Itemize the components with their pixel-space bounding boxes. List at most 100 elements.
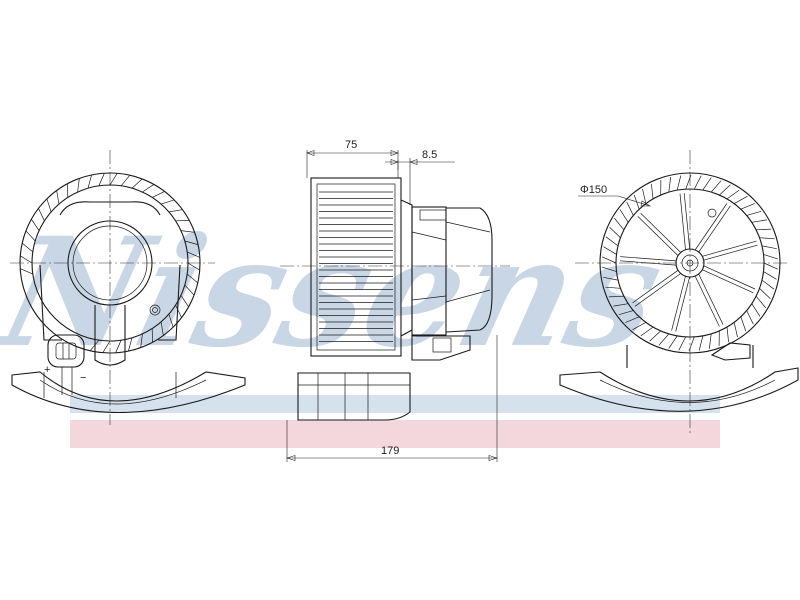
rear-blade xyxy=(678,336,687,351)
rear-blade xyxy=(733,322,738,338)
rear-blade xyxy=(626,201,634,216)
side-view-fan-fins xyxy=(319,191,393,342)
front-blade xyxy=(168,209,183,213)
rear-spoke xyxy=(637,216,679,256)
rear-blade xyxy=(763,254,779,260)
rear-blade xyxy=(602,256,617,264)
rear-spoke xyxy=(702,240,757,257)
rear-spoke xyxy=(694,203,728,251)
rear-blade xyxy=(759,237,775,240)
rear-blade xyxy=(710,180,722,193)
rear-blade xyxy=(605,286,621,289)
rear-blade xyxy=(746,310,754,325)
front-blade xyxy=(131,178,143,189)
dim-fan-width: 75 xyxy=(345,139,357,151)
rear-blade xyxy=(625,316,640,323)
rear-spoke xyxy=(675,276,690,332)
front-blade xyxy=(160,321,164,336)
side-view: 75 8.5 179 xyxy=(280,139,510,462)
front-view-housing xyxy=(19,172,201,366)
rear-blade xyxy=(761,245,777,250)
front-blade xyxy=(20,268,33,275)
front-blade xyxy=(102,340,111,353)
front-view-base xyxy=(11,371,246,414)
front-blade xyxy=(109,173,118,186)
front-view-blade-ring xyxy=(20,173,200,353)
front-blade xyxy=(25,230,36,242)
rear-blade xyxy=(603,276,619,281)
front-blade xyxy=(180,230,195,233)
rear-blade xyxy=(601,266,617,272)
dim-fan-diameter: Φ150 xyxy=(580,184,607,196)
rear-spoke xyxy=(703,244,758,261)
front-blade xyxy=(187,251,200,258)
front-blade xyxy=(152,191,165,198)
front-blade xyxy=(168,313,174,328)
rear-blade xyxy=(759,288,771,300)
rear-blade xyxy=(640,326,654,337)
front-blade xyxy=(77,178,80,193)
rear-blade xyxy=(702,177,712,191)
rear-spoke xyxy=(698,205,731,253)
rear-blade xyxy=(608,295,624,298)
rear-spoke xyxy=(634,273,681,307)
front-blade xyxy=(187,262,200,271)
front-view-centerlines xyxy=(10,150,215,425)
rear-view-blade-ring xyxy=(601,174,779,352)
watermark-band-red xyxy=(70,420,720,448)
front-blade xyxy=(160,199,175,205)
rear-spoke xyxy=(632,270,679,304)
rear-blade xyxy=(658,333,670,346)
front-blade xyxy=(184,284,195,296)
rear-blade xyxy=(651,183,654,199)
rear-blade xyxy=(761,279,775,290)
rear-blade xyxy=(605,236,619,247)
rear-spoke xyxy=(620,256,677,262)
rear-spoke xyxy=(679,193,686,250)
rear-blade xyxy=(614,217,625,231)
rear-blade xyxy=(763,271,777,280)
front-blade xyxy=(142,184,154,193)
front-blade xyxy=(98,173,105,186)
rear-blade xyxy=(756,228,772,231)
rear-blade xyxy=(740,316,747,332)
watermark-logo: Nissens xyxy=(0,204,679,380)
front-blade xyxy=(21,242,34,253)
rear-blade xyxy=(688,336,695,352)
front-view-connector: + − xyxy=(44,334,86,395)
front-blade xyxy=(56,190,60,205)
rear-blade xyxy=(740,203,755,210)
front-blade xyxy=(140,333,143,348)
rear-blade xyxy=(719,184,731,196)
rear-blade xyxy=(708,333,712,349)
side-view-fan-wheel xyxy=(310,177,402,357)
connector-plus-label: + xyxy=(44,364,50,376)
rear-blade xyxy=(726,189,740,200)
rear-blade xyxy=(603,246,617,255)
rear-blade xyxy=(632,322,646,331)
rear-blade xyxy=(619,209,629,223)
watermark: Nissens xyxy=(0,204,720,448)
rear-blade xyxy=(755,295,766,309)
rear-view-centerlines xyxy=(575,150,790,435)
rear-blade xyxy=(751,303,761,317)
rear-spoke xyxy=(619,260,677,266)
front-blade xyxy=(20,255,33,264)
rear-blade xyxy=(763,262,778,270)
rear-blade xyxy=(751,219,767,223)
rear-blade xyxy=(649,330,661,342)
rear-blade xyxy=(642,188,647,204)
front-blade xyxy=(87,174,92,189)
rear-view-spokes xyxy=(619,193,758,332)
rear-view: Φ150 xyxy=(559,150,799,435)
dim-overall-length: 179 xyxy=(381,445,399,457)
front-blade xyxy=(38,208,45,221)
side-view-dimensions: 75 8.5 179 xyxy=(285,139,499,462)
front-blade xyxy=(46,198,52,213)
rear-spoke xyxy=(702,269,754,294)
front-blade xyxy=(31,219,40,231)
side-view-motor xyxy=(400,199,493,361)
rear-spoke xyxy=(703,265,756,290)
rear-blade xyxy=(618,310,634,316)
